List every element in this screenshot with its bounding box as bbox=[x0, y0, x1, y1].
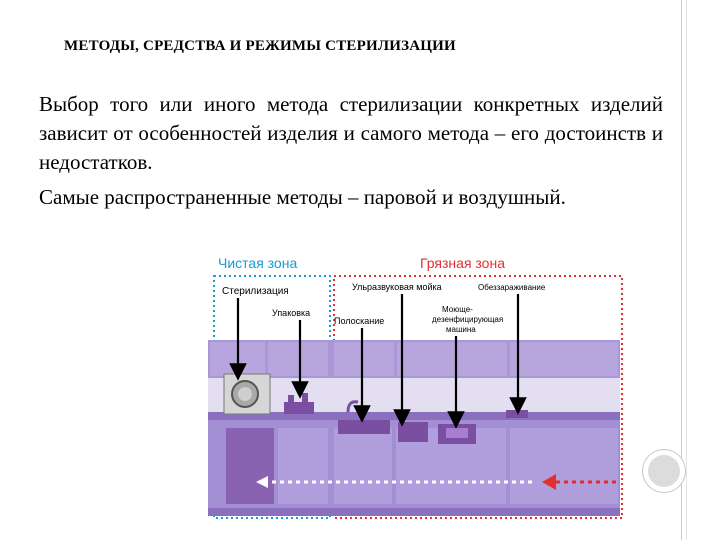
counter-top bbox=[208, 412, 620, 420]
paragraph-common-methods: Самые распространенные методы – паровой … bbox=[39, 185, 566, 209]
label-sterilization: Стерилизация bbox=[222, 286, 289, 297]
slide-border-line bbox=[681, 0, 682, 540]
label-washer-2: дезенфицирующая bbox=[432, 315, 503, 324]
paragraph-method-choice: Выбор того или иного метода стерилизации… bbox=[39, 92, 663, 174]
label-disinfection: Обеззараживание bbox=[478, 283, 546, 292]
label-ultrasonic: Ульразвуковая мойка bbox=[352, 282, 442, 292]
slide-border-line-secondary bbox=[686, 0, 687, 540]
slide-title: МЕТОДЫ, СРЕДСТВА И РЕЖИМЫ СТЕРИЛИЗАЦИИ bbox=[64, 38, 456, 54]
label-washer-3: машина bbox=[446, 325, 476, 334]
ultrasonic-washer bbox=[398, 422, 428, 442]
dirty-zone-label: Грязная зона bbox=[420, 255, 505, 271]
sterilization-room-diagram: Чистая зона Грязная зона bbox=[208, 252, 628, 522]
rinsing-sink bbox=[338, 420, 390, 434]
disinfection-station bbox=[506, 410, 528, 418]
label-rinsing: Полоскание bbox=[334, 316, 384, 326]
clean-zone-label: Чистая зона bbox=[218, 255, 297, 271]
label-washer-1: Моюще- bbox=[442, 305, 473, 314]
label-packaging: Упаковка bbox=[272, 308, 310, 318]
wall-band bbox=[208, 378, 620, 414]
packaging-station bbox=[284, 402, 314, 414]
slide-decoration-circle-inner bbox=[648, 455, 680, 487]
